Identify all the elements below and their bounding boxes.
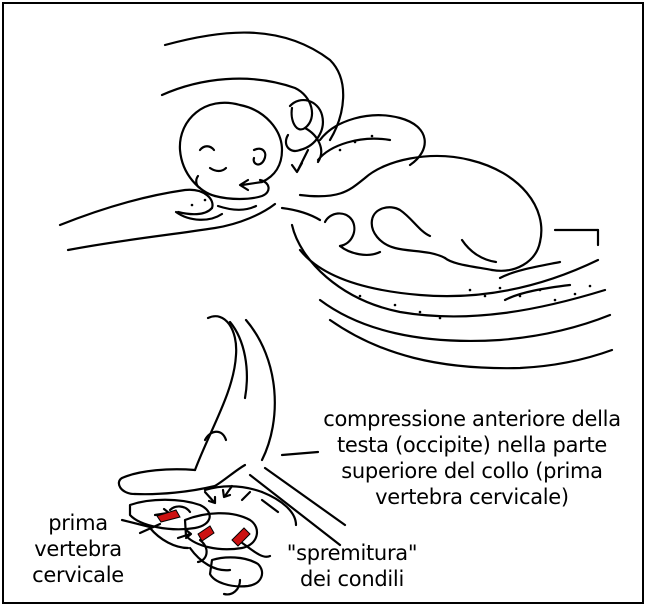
condyles-label: "spremitura" dei condili (262, 540, 442, 592)
perineum-and-body (282, 115, 612, 368)
skull-base (119, 316, 275, 494)
pressure-arrows-upper (240, 150, 308, 190)
pointer-lines (122, 452, 345, 545)
baby-head (180, 103, 282, 199)
compression-label: compressione anteriore della testa (occi… (322, 406, 622, 510)
first-vertebra-label: prima vertebra cervicale (18, 510, 138, 588)
upper-hand (162, 33, 343, 162)
